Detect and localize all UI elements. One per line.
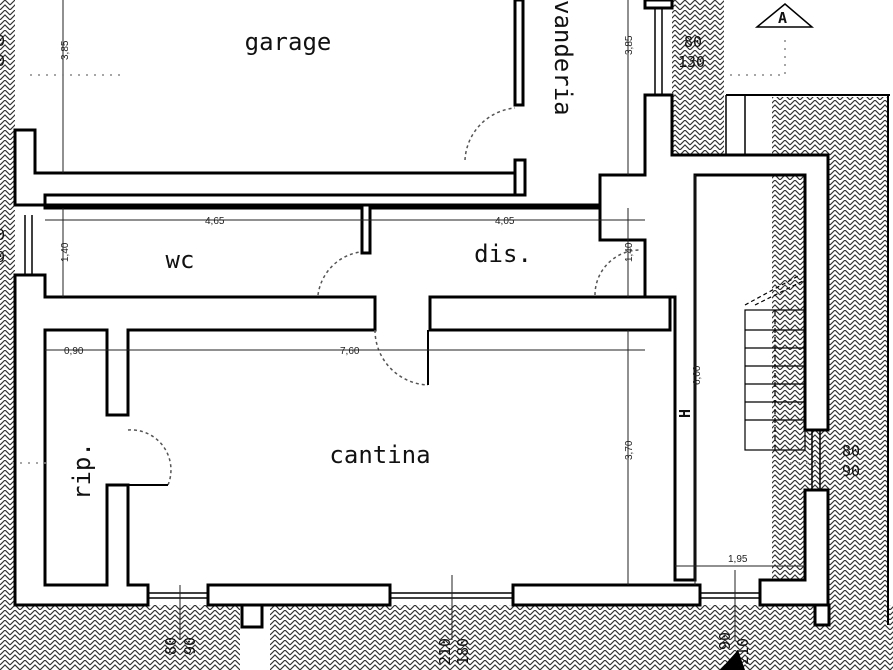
window-bottom-left-width: 80 [162,637,180,655]
window-left-top-width: 0 [0,32,5,50]
staircase [744,274,806,451]
window-left-mid-height: 0 [0,248,5,266]
window-right-width: 80 [842,442,860,460]
dim-wc-width: 4,65 [205,216,225,227]
window-left-top-height: 0 [0,52,5,70]
room-label-lavanderia: vanderia [549,0,577,116]
window-bottom-right-width: 90 [716,632,734,650]
dim-stair-length: 6,00 [692,365,703,385]
section-marker-a: A [754,3,815,28]
room-label-cantina: cantina [329,441,430,469]
dim-dis-height: 1,40 [624,242,635,262]
dim-dis-width: 4,05 [495,216,515,227]
room-label-disimpegno: dis. [474,240,532,268]
dim-wc-height: 1,40 [60,242,71,262]
section-label: A [778,9,787,27]
room-label-garage: garage [245,28,332,56]
north-arrow-icon [720,650,745,670]
room-label-ripostiglio: rip. [68,442,96,500]
window-left-mid-width: 0 [0,226,5,244]
section-triangle-icon [754,3,815,28]
dim-garage-height: 3,85 [60,40,71,60]
window-bottom-center-width: 180 [454,638,472,665]
height-marker: H [676,409,694,418]
dimension-lines [12,0,840,640]
window-bottom-left-height: 90 [181,637,199,655]
window-right-height: 90 [842,462,860,480]
door-swings [127,107,641,486]
dim-lavanderia-height: 3,85 [624,35,635,55]
room-label-wc: wc [166,246,195,274]
dim-cantina-height: 3,70 [624,440,635,460]
window-top-right-height: 130 [678,53,705,71]
dim-stair-width: 1,95 [728,554,748,565]
dim-cantina-width: 7,60 [340,346,360,357]
walls [13,0,831,629]
window-top-right-width: 80 [684,33,702,51]
window-bottom-center-height: 210 [436,638,454,665]
dim-rip-width: 0,90 [64,346,84,357]
